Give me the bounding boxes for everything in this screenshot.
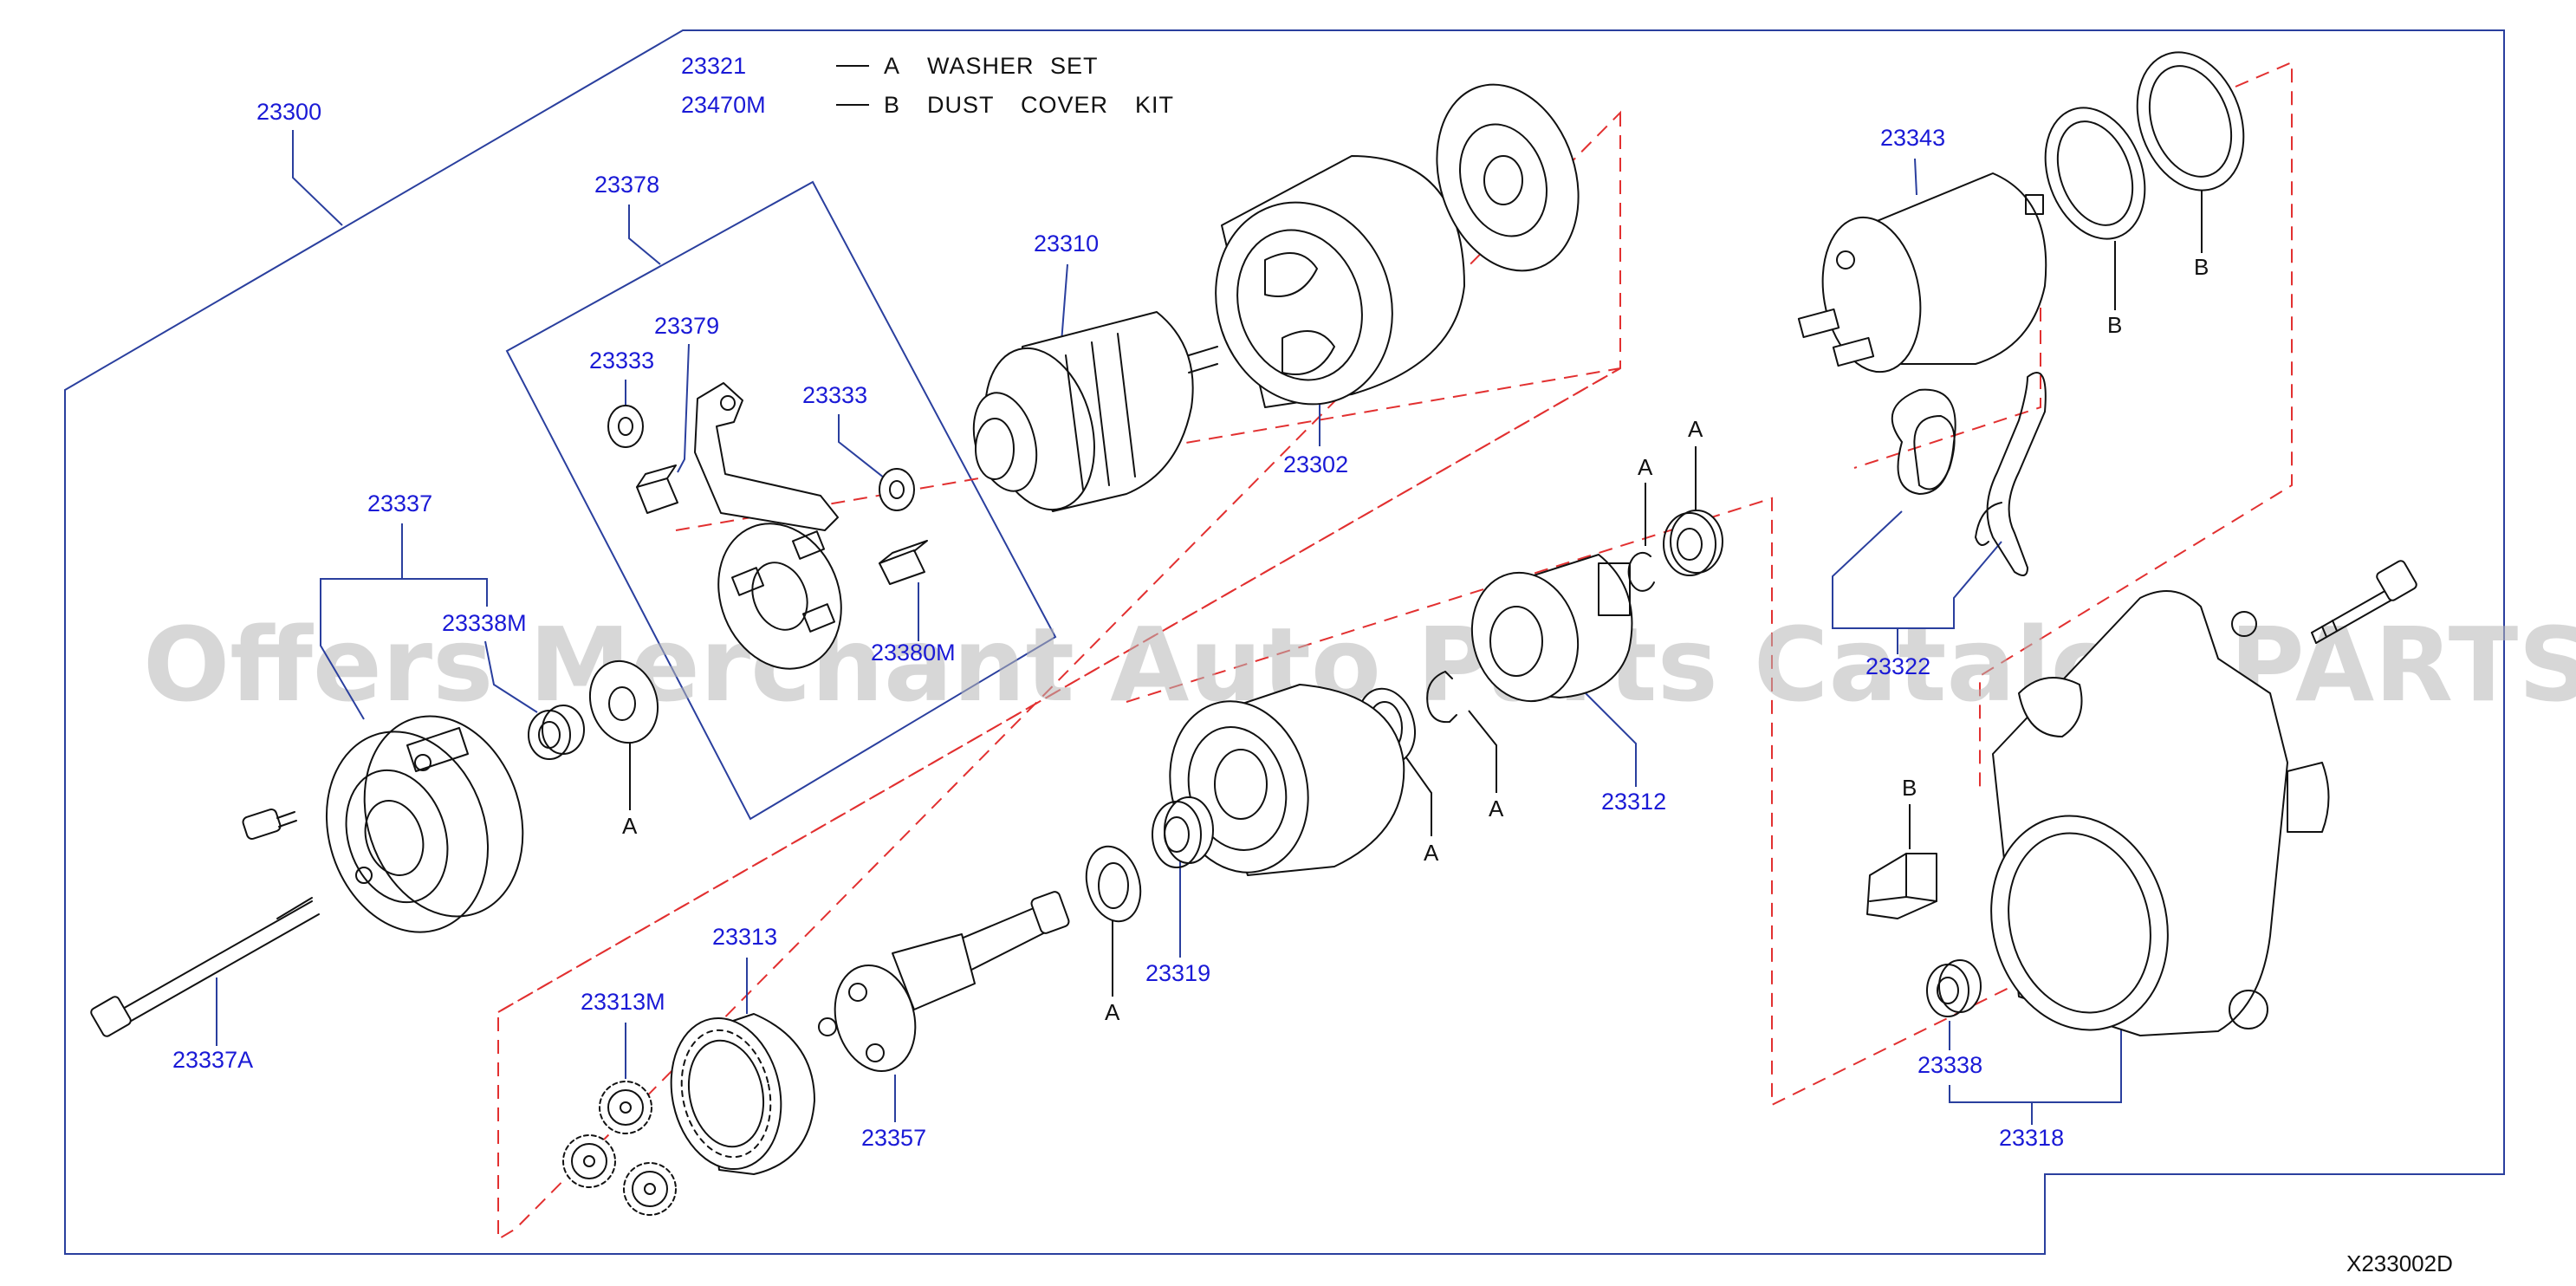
pinion-clutch-drawing — [1470, 554, 1633, 703]
legend-word-kit: KIT — [1135, 92, 1174, 118]
marker-a-front-washer: A — [622, 813, 638, 839]
label-23337: 23337 — [367, 490, 432, 516]
legend-word-washer: WASHER — [927, 53, 1035, 79]
label-23300: 23300 — [256, 99, 321, 125]
planet-gear-top-drawing — [599, 1081, 652, 1134]
dashed-region-solenoid — [1979, 61, 2293, 789]
legend-letter-b: B — [884, 92, 900, 118]
legend-part-23321: 23321 — [681, 53, 746, 79]
marker-a-bearing: A — [1688, 416, 1703, 442]
legend-word-set: SET — [1050, 53, 1099, 79]
lever-spring-drawing — [1891, 388, 1956, 495]
leader-23379 — [677, 343, 690, 473]
front-housing-bushing-drawing — [1926, 959, 1982, 1017]
leader-23333-right — [838, 414, 889, 482]
leader-23322-branch — [1898, 541, 2002, 629]
gasket-inner-drawing — [2044, 107, 2146, 240]
label-23318: 23318 — [1999, 1125, 2064, 1151]
snap-ring-drawing — [1627, 551, 1655, 592]
legend-letter-a: A — [884, 53, 900, 79]
label-23357: 23357 — [861, 1125, 926, 1151]
label-23333-left: 23333 — [589, 347, 654, 373]
label-23319: 23319 — [1145, 960, 1210, 986]
mounting-bolt-drawing — [2311, 560, 2417, 644]
label-23343: 23343 — [1880, 125, 1945, 151]
rear-end-cover-drawing — [325, 715, 524, 933]
armature-drawing — [972, 311, 1218, 512]
planet-gear-left-drawing — [562, 1134, 616, 1188]
pinion-shaft-drawing — [818, 891, 1070, 1073]
marker-a-ring: A — [1638, 454, 1653, 480]
front-housing-drawing — [1990, 590, 2330, 1036]
leader-23378 — [628, 205, 661, 265]
ring-gear-drawing — [670, 1013, 815, 1175]
label-23310: 23310 — [1034, 231, 1099, 257]
rear-bushing-drawing — [528, 705, 585, 760]
end-plate-drawing — [1436, 83, 1580, 272]
dashed-region-lower — [1126, 497, 2115, 1107]
through-bolt-drawing — [90, 897, 320, 1037]
rear-washer-drawing — [588, 659, 659, 744]
planet-gear-bottom-drawing — [623, 1162, 677, 1216]
lower-washer-drawing — [1085, 845, 1142, 923]
leader-23322 — [1832, 510, 1903, 654]
leader-23337-branch — [402, 578, 488, 607]
gasket-outer-drawing — [2136, 51, 2245, 192]
shift-lever-drawing — [1975, 372, 2047, 576]
brush-right-drawing — [879, 540, 928, 585]
label-23338m: 23338M — [442, 610, 527, 636]
solenoid-drawing — [1797, 172, 2047, 373]
label-23312: 23312 — [1601, 789, 1666, 815]
assembly-boundary — [64, 29, 2505, 1255]
brush-left-drawing — [636, 464, 678, 514]
leader-23310 — [1061, 263, 1068, 343]
yoke-drawing — [1215, 155, 1465, 408]
leader-23337 — [320, 523, 403, 720]
marker-a-clip: A — [1489, 796, 1504, 822]
screw-drawing — [242, 809, 297, 840]
marker-a-lower-washer: A — [1105, 999, 1120, 1025]
dashed-region-main-top — [497, 367, 1621, 1013]
marker-b-gasket-outer: B — [2194, 254, 2209, 280]
clip-ring-drawing — [1426, 671, 1457, 724]
legend-part-23470m: 23470M — [681, 92, 766, 118]
brush-spring-right-drawing — [879, 468, 915, 511]
label-23313: 23313 — [712, 924, 777, 950]
leader-23343 — [1914, 158, 1917, 196]
front-bushing-drawing — [1152, 796, 1214, 868]
leader-23312 — [1585, 692, 1637, 787]
marker-a-housing-washer: A — [1424, 840, 1439, 866]
brush-spring-left-drawing — [607, 405, 644, 448]
brush-plate-drawing — [694, 382, 839, 531]
label-23333-right: 23333 — [802, 382, 867, 408]
leader-23338m — [484, 640, 538, 713]
legend-word-dust: DUST — [927, 92, 995, 118]
label-23338: 23338 — [1917, 1052, 1982, 1078]
marker-b-gasket-inner: B — [2107, 312, 2122, 338]
label-23313m: 23313M — [581, 989, 665, 1015]
label-23302: 23302 — [1283, 451, 1348, 477]
marker-a-housing-washer-line — [1403, 753, 1432, 836]
label-23379: 23379 — [654, 313, 719, 339]
rear-bearing-drawing — [1663, 510, 1723, 576]
label-23337a: 23337A — [172, 1047, 253, 1073]
leader-23300 — [292, 130, 343, 226]
diagram-code: X233002D — [2346, 1250, 2453, 1276]
legend-word-cover: COVER — [1021, 92, 1108, 118]
marker-a-clip-line — [1468, 710, 1497, 793]
label-23378: 23378 — [594, 172, 659, 198]
marker-b-dust-cover: B — [1902, 775, 1917, 801]
dashed-region-lever — [1853, 308, 2041, 469]
brush-holder-group-box — [505, 180, 1057, 821]
label-23322: 23322 — [1865, 653, 1930, 679]
leader-23318 — [1949, 1027, 2122, 1103]
dust-cover-drawing — [1866, 853, 1937, 919]
brush-holder-drawing — [717, 523, 842, 670]
label-23380m: 23380M — [871, 640, 956, 666]
